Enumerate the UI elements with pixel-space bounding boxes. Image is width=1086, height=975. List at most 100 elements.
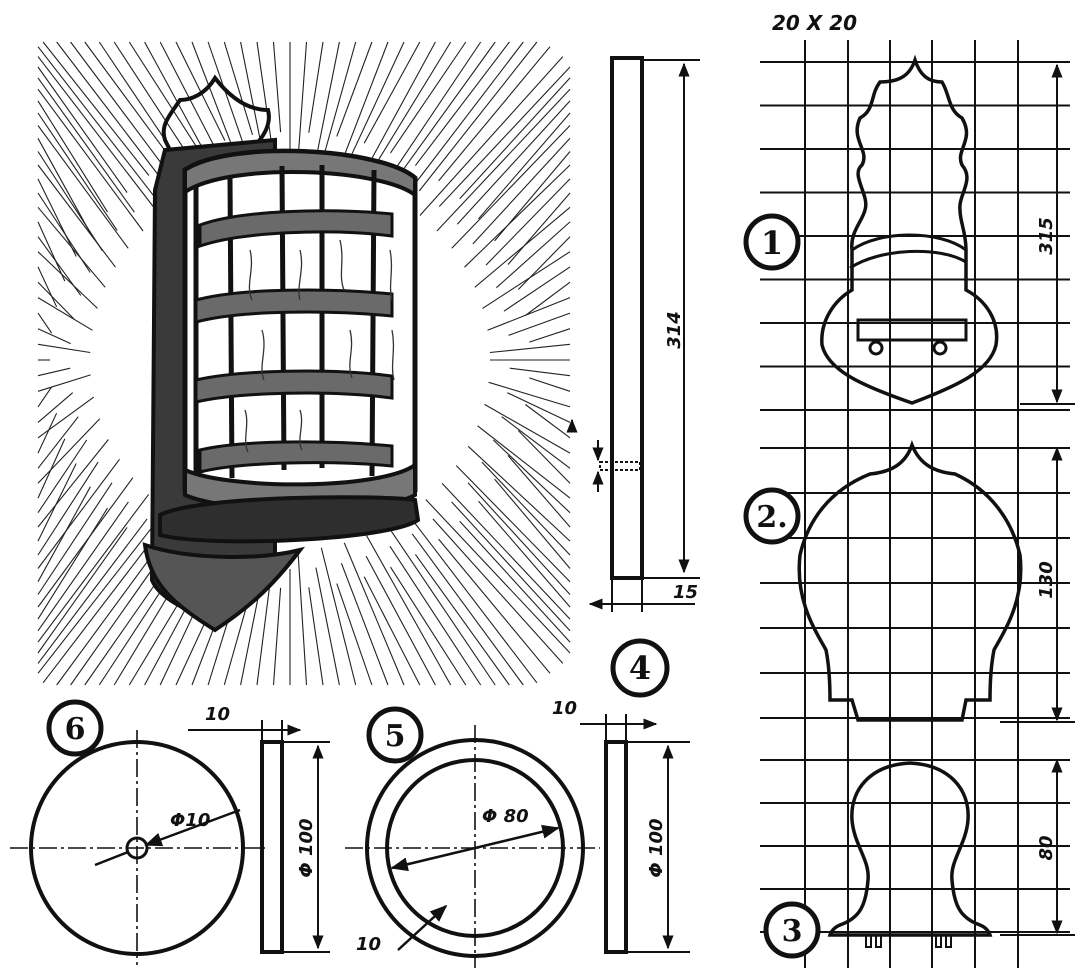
ray-line: [42, 544, 150, 684]
ray-line: [37, 251, 98, 309]
ray-line: [411, 533, 524, 686]
shelf-wood-grain: [244, 239, 395, 453]
ray-line: [467, 445, 571, 542]
disk-hole-label: Φ10: [170, 810, 210, 831]
grid-scale-label: 20 X 20: [772, 11, 857, 35]
part-3-template: 3 80: [763, 758, 1075, 959]
ray-line: [389, 545, 482, 686]
ray-line: [474, 206, 571, 288]
ray-line: [365, 555, 436, 686]
ray-line: [459, 520, 571, 643]
shelf-bottom-drop: [142, 542, 305, 633]
ray-line: [455, 465, 571, 583]
part-3-number: 3: [782, 914, 803, 949]
ray-line: [488, 381, 571, 408]
ray-line: [70, 41, 176, 183]
ray-line: [492, 439, 571, 514]
part-5-number: 5: [385, 719, 406, 754]
ray-line: [441, 483, 571, 620]
ring-outer-diameter-label: Φ 100: [646, 818, 667, 877]
ray-line: [223, 41, 254, 135]
ray-line: [308, 587, 324, 686]
ray-line: [477, 425, 571, 499]
part-3-outline: [827, 761, 993, 937]
ray-line: [340, 563, 389, 686]
part-1-outline: [820, 54, 999, 405]
ray-line: [349, 41, 405, 160]
ray-line: [363, 41, 421, 144]
ray-line: [397, 41, 496, 178]
ray-line: [363, 576, 421, 686]
ray-line: [37, 527, 128, 654]
ray-line: [308, 41, 324, 133]
ray-line: [37, 77, 135, 213]
ray-line: [414, 41, 510, 166]
strip-body: [610, 56, 644, 580]
ray-line: [484, 403, 571, 454]
ray-line: [159, 41, 223, 162]
strip-length-label: 314: [664, 311, 685, 349]
part-3-badge: [763, 901, 821, 959]
ray-line: [37, 508, 167, 674]
template-grid: [760, 40, 1070, 968]
ray-line: [336, 583, 373, 686]
part-1-height-label: 315: [1036, 217, 1057, 255]
ray-line: [37, 46, 155, 197]
ray-line: [37, 439, 88, 514]
ray-line: [272, 41, 282, 133]
part-1-badge: [743, 213, 801, 271]
ray-line: [501, 416, 571, 469]
ray-line: [438, 66, 571, 207]
ray-line: [37, 343, 91, 354]
ray-line: [494, 478, 571, 569]
ray-line: [485, 178, 571, 266]
ray-line: [84, 41, 174, 162]
ray-line: [42, 41, 150, 176]
ring-inner-diameter-dimension: [390, 824, 560, 872]
ray-line: [128, 41, 199, 150]
ray-line: [37, 507, 108, 620]
illustration-hanging-shelf: [37, 41, 571, 686]
ray-line: [400, 41, 524, 203]
ray-line: [525, 281, 571, 316]
ray-line: [37, 439, 109, 528]
disk-hole-leader: [94, 850, 129, 867]
ray-line: [438, 538, 551, 674]
part-2-badge: [743, 487, 801, 545]
ray-line: [336, 41, 373, 137]
ray-line: [37, 56, 161, 216]
ray-line: [508, 312, 571, 336]
ray-line: [509, 367, 571, 377]
ray-line: [37, 477, 134, 608]
ray-line: [37, 178, 77, 257]
ray-line: [456, 100, 571, 225]
ray-line: [478, 500, 571, 608]
ray-line: [366, 535, 452, 686]
ray-line: [37, 297, 93, 331]
part-6-disk: Φ10 6 10 Φ 100: [10, 699, 330, 965]
ray-line: [297, 549, 308, 686]
ray-line: [37, 416, 79, 469]
part-2-outline: [797, 440, 1023, 722]
ring-width-label: 10: [356, 934, 381, 955]
ray-line: [489, 343, 571, 354]
ray-line: [507, 392, 571, 423]
ray-line: [481, 461, 571, 556]
disk-thickness-label: 10: [205, 704, 230, 725]
ray-line: [507, 192, 571, 265]
ray-line: [517, 236, 571, 290]
ray-line: [507, 455, 571, 528]
part-2-height-label: 130: [1036, 561, 1057, 599]
ray-line: [272, 587, 282, 686]
ray-line: [37, 138, 91, 234]
ray-line: [464, 164, 571, 268]
ray-line: [414, 554, 510, 686]
part-2-template: 2. 130: [743, 440, 1075, 723]
part-4-strip: 314 15 4: [566, 56, 700, 698]
strip-hole-detail: [599, 461, 641, 471]
disk-side-view: [260, 740, 284, 954]
ray-line: [37, 266, 58, 308]
ray-line: [320, 547, 357, 686]
ray-line: [37, 396, 95, 439]
